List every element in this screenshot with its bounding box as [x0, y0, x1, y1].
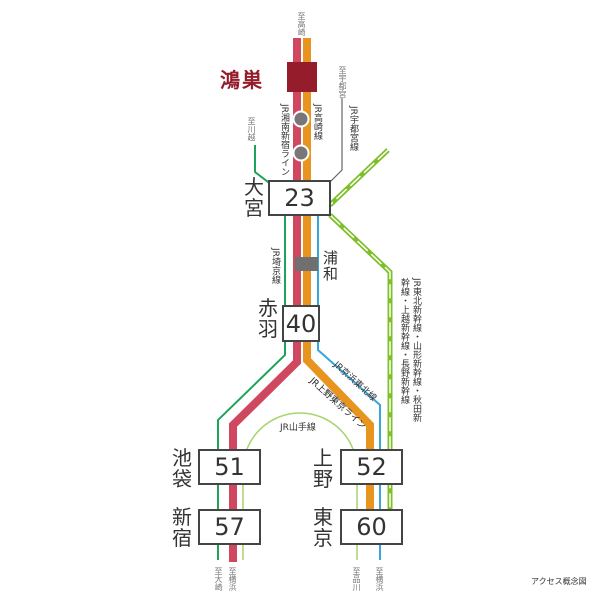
utsunomiya-line — [321, 98, 343, 191]
direction-yokohama: 至横浜 — [375, 567, 384, 591]
line-label-shinkansen: JR東北新幹線・山形新幹線・秋田新幹線・上越新幹線・長野新幹線 — [399, 278, 421, 422]
line-label-saikyo: JR埼京線 — [270, 248, 280, 284]
direction-utsunomiya: 至宇都宮 — [338, 66, 347, 98]
station-name-shinjuku: 新宿 — [172, 505, 192, 550]
line-label-shonan: JR湘南新宿ライン — [279, 104, 289, 176]
caption: アクセス概念図 — [531, 577, 587, 586]
station-box-omiya[interactable]: 23 — [268, 180, 331, 216]
line-label-yamanote: JR山手線 — [280, 423, 316, 433]
direction-yokohama: 至横浜 — [228, 567, 237, 591]
line-label-takasaki: JR高崎線 — [312, 104, 322, 140]
station-name-ueno: 上野 — [313, 446, 333, 491]
station-name-tokyo: 東京 — [313, 505, 333, 550]
station-dot — [292, 144, 310, 162]
station-box-akabane[interactable]: 40 — [282, 305, 320, 342]
origin-station-marker — [287, 62, 317, 92]
direction-kawagoe: 至川越 — [247, 117, 256, 141]
shinkansen-line — [328, 148, 393, 510]
station-dot — [292, 110, 310, 128]
line-label-utsunomiya: JR宇都宮線 — [348, 106, 358, 151]
station-box-ikebukuro[interactable]: 51 — [198, 449, 261, 485]
station-box-tokyo[interactable]: 60 — [340, 509, 403, 545]
station-box-ueno[interactable]: 52 — [340, 449, 403, 485]
station-name-akabane: 赤羽 — [258, 296, 278, 341]
station-name-urawa: 浦和 — [323, 249, 339, 283]
direction-shinagawa: 至品川 — [352, 567, 361, 591]
direction-takasaki: 至高崎 — [297, 12, 306, 36]
yamanote-line — [242, 412, 358, 560]
direction-osaki: 至大崎 — [214, 567, 223, 591]
station-name-omiya: 大宮 — [244, 175, 264, 220]
saikyo-line — [217, 145, 286, 560]
urawa-marker — [295, 257, 318, 271]
origin-station-name: 鴻巣 — [220, 68, 264, 92]
station-box-shinjuku[interactable]: 57 — [198, 509, 261, 545]
station-name-ikebukuro: 池袋 — [172, 446, 192, 491]
